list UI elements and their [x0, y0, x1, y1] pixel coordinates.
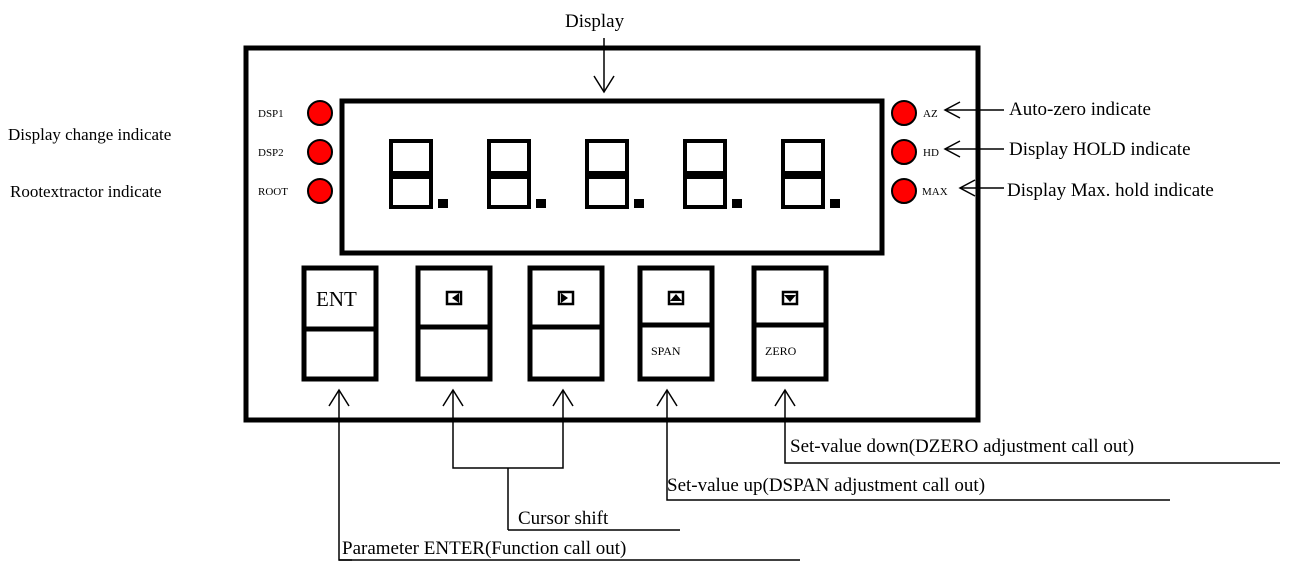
right-arrow-button[interactable] [527, 265, 605, 382]
set-value-up-label: Set-value up(DSPAN adjustment call out) [667, 475, 985, 496]
set-value-down-label: Set-value down(DZERO adjustment call out… [790, 436, 1134, 457]
ent-button-label: ENT [316, 287, 357, 311]
root-extractor-label: Rootextractor indicate [10, 182, 162, 201]
span-button-label: SPAN [651, 344, 681, 358]
led-hd [891, 139, 917, 165]
cursor-shift-label: Cursor shift [518, 508, 609, 529]
right-indicators: AZ HD MAX [891, 100, 948, 204]
zero-down-button[interactable]: ZERO [751, 265, 829, 382]
display-label: Display [565, 11, 625, 32]
led-az [891, 100, 917, 126]
display-hold-label: Display HOLD indicate [1009, 139, 1191, 160]
indicator-label-dsp2: DSP2 [258, 147, 284, 159]
indicator-label-hd: HD [923, 147, 939, 159]
indicator-label-dsp1: DSP1 [258, 108, 284, 120]
up-arrow-icon [667, 290, 685, 306]
indicator-label-az: AZ [923, 108, 938, 120]
indicator-label-root: ROOT [258, 186, 288, 198]
span-up-button[interactable]: SPAN [637, 265, 715, 382]
down-arrow-icon [781, 290, 799, 306]
parameter-enter-label: Parameter ENTER(Function call out) [342, 538, 626, 559]
led-dsp1 [307, 100, 333, 126]
led-dsp2 [307, 139, 333, 165]
display-change-label: Display change indicate [8, 125, 171, 144]
zero-leader [784, 390, 1280, 464]
left-arrow-icon [445, 290, 463, 306]
span-leader [666, 390, 1170, 501]
left-arrow-button[interactable] [415, 265, 493, 382]
led-root [307, 178, 333, 204]
ent-button[interactable]: ENT [301, 265, 379, 382]
display-max-hold-label: Display Max. hold indicate [1007, 180, 1214, 201]
left-indicators: DSP1 DSP2 ROOT [258, 100, 333, 204]
right-arrow-icon [557, 290, 575, 306]
led-max [891, 178, 917, 204]
zero-button-label: ZERO [765, 344, 797, 358]
auto-zero-label: Auto-zero indicate [1009, 99, 1151, 120]
indicator-label-max: MAX [922, 186, 948, 198]
